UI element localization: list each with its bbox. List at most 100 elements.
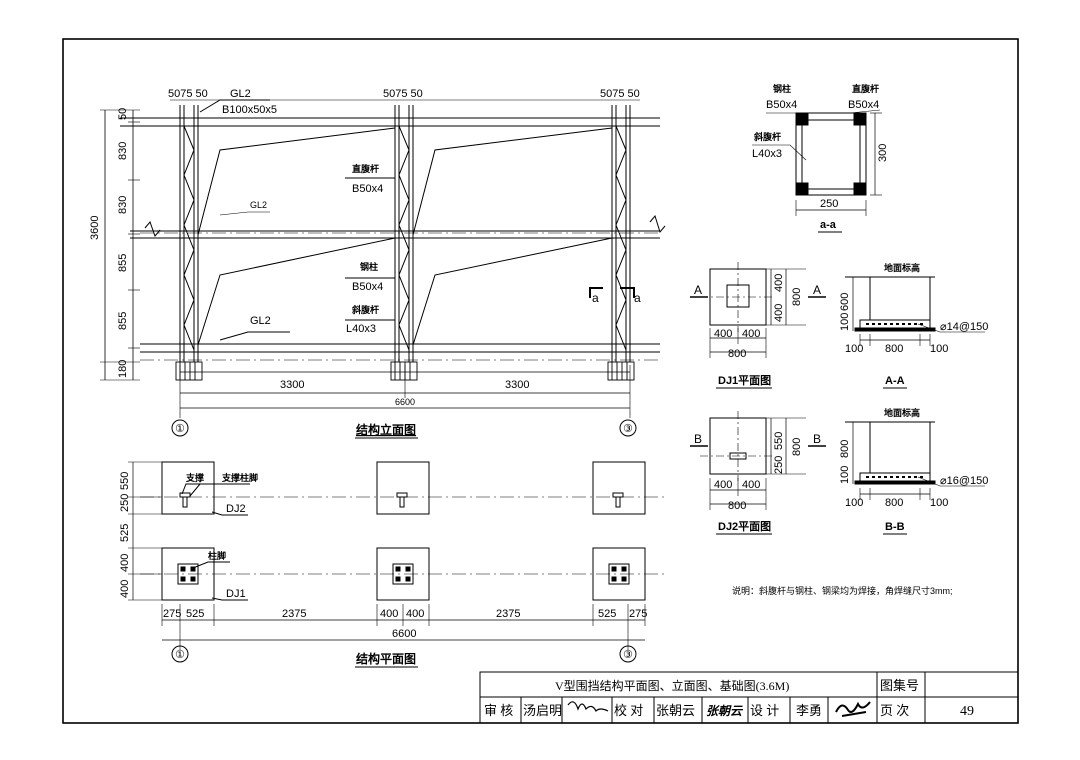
left-dim-50: 50 [117, 108, 129, 120]
dj2-dim-rt: 800 [791, 438, 803, 456]
dj2-labels: B B 550 250 800 400 400 800 DJ2平面图 [694, 432, 821, 535]
designer-signature [835, 701, 871, 717]
left-dim-180: 180 [117, 360, 129, 378]
axis-1: ① [175, 423, 185, 435]
total-height: 3600 [89, 216, 101, 240]
aa-zhifugan-size: B50x4 [848, 99, 879, 111]
aa-gangzhu: 钢柱 [773, 83, 791, 94]
checker-name: 张朝云 [656, 703, 695, 718]
AA-dim-600: 600 [839, 293, 851, 311]
zhifugan-size: B50x4 [352, 183, 383, 195]
BB-dim-b1: 100 [845, 497, 863, 509]
plan-zhicheng: 支撑 [185, 472, 204, 483]
dj2-dim-r1: 550 [773, 432, 785, 450]
aa-xiefugan-size: L40x3 [752, 148, 782, 160]
gl2-top-label: GL2 [230, 88, 251, 100]
plan-title: 结构平面图 [356, 651, 416, 666]
plan-dim-b2: 525 [186, 608, 204, 620]
design-label: 设 计 [750, 703, 779, 718]
left-dim-830b: 830 [117, 196, 129, 214]
dj1-dim-b1: 400 [714, 328, 732, 340]
section-aa-labels: 钢柱 B50x4 直腹杆 B50x4 斜腹杆 L40x3 300 250 a-a [752, 83, 889, 233]
bottom-dim-1: 3300 [280, 379, 304, 391]
aa-dim-h: 300 [877, 144, 889, 162]
plan-view [128, 461, 665, 663]
elevation-view [100, 99, 666, 437]
section-AA-labels: 地面标高 600 100 100 800 100 ⌀14@150 A-A [839, 262, 988, 389]
note-text: 说明：斜腹杆与钢柱、钢梁均为焊接，角焊缝尺寸3mm; [732, 585, 953, 596]
dj2-view [690, 411, 826, 510]
gl2-mid-label: GL2 [250, 200, 267, 210]
title-block [479, 671, 1019, 724]
BB-dim-b2: 800 [885, 497, 903, 509]
left-dim-855a: 855 [117, 254, 129, 272]
section-AA-view [845, 276, 985, 346]
BB-dim-b3: 100 [930, 497, 948, 509]
xiefugan-label: 斜腹杆 [351, 304, 379, 315]
elevation-title: 结构立面图 [356, 422, 416, 437]
aa-dim-w: 250 [820, 198, 838, 210]
title-block-text: V型围挡结构平面图、立面图、基础图(3.6M) 图集号 页 次 49 审 核 汤… [484, 678, 974, 719]
gl2-top-size: B100x50x5 [222, 104, 277, 116]
dj1-dim-rt: 800 [791, 288, 803, 306]
axis-3: ③ [623, 423, 633, 435]
dj1-title: DJ1平面图 [718, 374, 771, 387]
dj1-dim-b2: 400 [742, 328, 760, 340]
dj1-dim-r2: 400 [773, 304, 785, 322]
dj2-dim-b1: 400 [714, 479, 732, 491]
plan-labels: 支撑 支撑柱脚 DJ2 柱脚 DJ1 550 250 525 400 400 2… [119, 472, 647, 668]
aa-xiefugan: 斜腹杆 [753, 131, 781, 142]
drawing-title: V型围挡结构平面图、立面图、基础图(3.6M) [555, 678, 789, 693]
total-width: 6600 [395, 397, 415, 407]
dj1-dim-bt: 800 [728, 348, 746, 360]
dj2-dim-r2: 250 [773, 456, 785, 474]
column-truss-2 [394, 105, 414, 362]
AA-ground: 地面标高 [884, 262, 920, 273]
gangzhu-size: B50x4 [352, 281, 383, 293]
top-dim-2: 5075 50 [383, 88, 423, 100]
plan-total-width: 6600 [392, 628, 416, 640]
plan-dim-b6: 2375 [496, 608, 520, 620]
plan-dim-400b: 400 [119, 580, 131, 598]
gangzhu-label: 钢柱 [360, 261, 378, 272]
plan-dim-b7: 525 [598, 608, 616, 620]
reviewer-signature [567, 701, 609, 713]
plan-dim-b8: 275 [629, 608, 647, 620]
check-label: 校 对 [614, 703, 643, 718]
reviewer-name: 汤启明 [523, 703, 562, 718]
AA-dim-b1: 100 [845, 343, 863, 355]
atlas-label: 图集号 [880, 678, 919, 693]
plan-dj1: DJ1 [226, 588, 246, 600]
zhifugan-label: 直腹杆 [352, 163, 379, 174]
review-label: 审 核 [484, 703, 513, 718]
dj1-view [690, 262, 826, 358]
plan-dim-b1: 275 [163, 608, 181, 620]
left-dim-855b: 855 [117, 312, 129, 330]
top-dim-1: 5075 50 [168, 88, 208, 100]
BB-rebar: ⌀16@150 [940, 475, 988, 487]
AA-dim-b3: 100 [930, 343, 948, 355]
section-BB-view [845, 421, 985, 500]
left-dim-830a: 830 [117, 142, 129, 160]
section-mark-right: a [634, 291, 641, 305]
plan-axis-3: ③ [623, 649, 633, 661]
plan-dim-250: 250 [119, 494, 131, 512]
BB-title: B-B [885, 521, 905, 533]
BB-ground: 地面标高 [884, 407, 920, 418]
plan-dim-b3: 2375 [282, 608, 306, 620]
plan-zhujiao: 柱脚 [208, 550, 226, 561]
dj1-dim-r1: 400 [773, 274, 785, 292]
elevation-labels: 5075 50 5075 50 5075 50 GL2 B100x50x5 50… [89, 88, 641, 439]
xiefugan-size: L40x3 [346, 323, 376, 335]
BB-dim-100: 100 [839, 466, 851, 484]
plan-dim-b5: 400 [406, 608, 424, 620]
column-truss-3 [611, 105, 631, 362]
plan-axis-1: ① [175, 649, 185, 661]
section-BB-labels: 地面标高 800 100 100 800 100 ⌀16@150 B-B [839, 407, 988, 535]
aa-gangzhu-size: B50x4 [766, 99, 797, 111]
plan-dj2: DJ2 [226, 503, 246, 515]
dj1-labels: A A 400 400 800 400 400 800 DJ1平面图 [694, 274, 821, 389]
dj1-mark-right: A [813, 283, 821, 297]
section-aa-view [752, 109, 882, 216]
